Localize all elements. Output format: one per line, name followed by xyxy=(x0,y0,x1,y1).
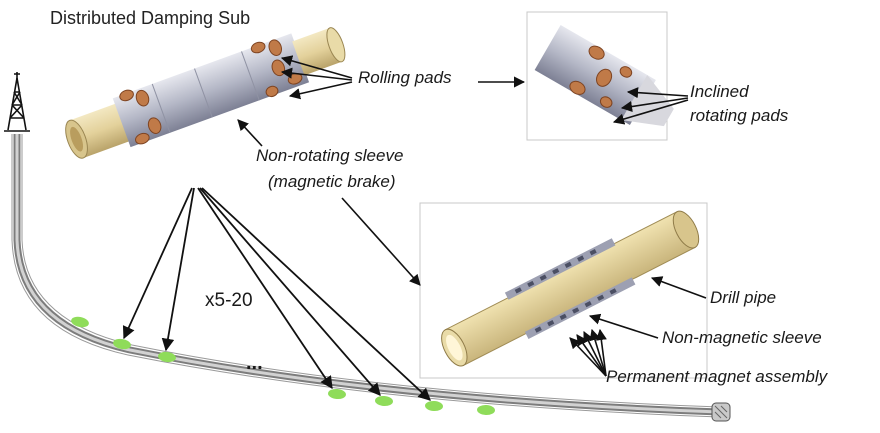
label-inclined-line2: rotating pads xyxy=(690,106,789,125)
sub-marker xyxy=(113,338,131,350)
sub-marker xyxy=(375,395,393,407)
label-non-magnetic-sleeve: Non-magnetic sleeve xyxy=(662,328,822,347)
damping-subs xyxy=(71,316,495,416)
derrick-icon xyxy=(4,72,30,132)
sub-marker xyxy=(328,388,346,400)
label-rolling-pads: Rolling pads xyxy=(358,68,452,87)
sub-marker xyxy=(477,404,495,416)
label-sleeve-line2: (magnetic brake) xyxy=(268,172,396,191)
label-permanent-magnet-assembly: Permanent magnet assembly xyxy=(606,367,828,386)
drill-bit-icon xyxy=(711,402,731,422)
sub-marker xyxy=(158,351,176,363)
label-drill-pipe: Drill pipe xyxy=(710,288,777,307)
sub-pointer-arrows xyxy=(122,187,431,401)
label-multiplier: x5-20 xyxy=(205,290,253,311)
sub-marker xyxy=(425,400,443,412)
callout-arrows xyxy=(237,55,707,377)
inset-cross-section xyxy=(419,202,708,379)
label-inclined-line1: Inclined xyxy=(690,82,749,101)
label-ellipsis: ... xyxy=(246,352,263,374)
wellbore xyxy=(11,134,731,422)
diagram-title: Distributed Damping Sub xyxy=(50,8,251,28)
label-sleeve-line1: Non-rotating sleeve xyxy=(256,146,404,165)
sub-marker xyxy=(71,316,89,328)
inset-inclined-pads xyxy=(526,11,674,141)
damping-sub-illustration xyxy=(65,27,346,159)
